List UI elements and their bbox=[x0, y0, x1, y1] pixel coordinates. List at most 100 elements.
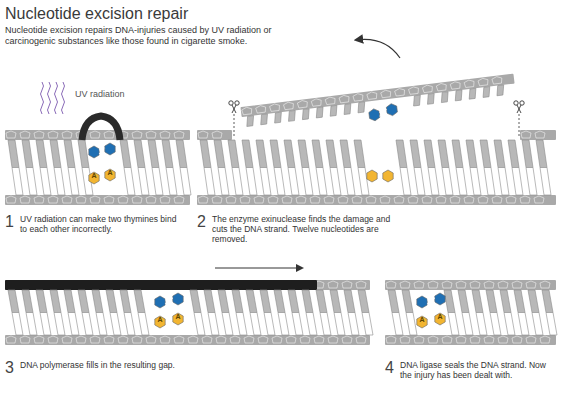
base-ring bbox=[386, 103, 398, 116]
base-pair bbox=[484, 168, 495, 196]
sugar bbox=[62, 196, 72, 203]
sugar bbox=[311, 98, 322, 106]
base-pair bbox=[120, 140, 131, 168]
sugar bbox=[255, 105, 266, 113]
sugar bbox=[132, 131, 142, 138]
base-pair bbox=[22, 290, 33, 313]
dimer-bond bbox=[99, 152, 105, 154]
base-pair bbox=[486, 290, 497, 313]
step-caption: The enzyme exinuclease finds the damage … bbox=[212, 214, 402, 245]
base-pair bbox=[124, 168, 135, 196]
sugar bbox=[386, 281, 396, 288]
base-pair bbox=[302, 290, 313, 313]
base-pair bbox=[200, 140, 211, 168]
sugar bbox=[470, 281, 480, 288]
sugar bbox=[146, 196, 156, 203]
sugar bbox=[268, 196, 278, 203]
base-pair bbox=[306, 313, 317, 336]
sugar bbox=[436, 83, 447, 91]
base-pair bbox=[540, 168, 551, 196]
base-pair bbox=[330, 290, 341, 313]
base-pair bbox=[232, 168, 243, 196]
uv-label: UV radiation bbox=[75, 89, 125, 100]
backbone bbox=[5, 130, 190, 140]
base-pair bbox=[472, 290, 483, 313]
sugar bbox=[34, 196, 44, 203]
base-pair bbox=[208, 313, 219, 336]
sugar bbox=[230, 336, 240, 343]
base-pair bbox=[301, 109, 310, 120]
base-pair bbox=[246, 290, 257, 313]
base-ring bbox=[173, 313, 183, 325]
base-pair bbox=[482, 87, 491, 98]
sugar bbox=[34, 336, 44, 343]
callout-number: 2 bbox=[197, 212, 206, 231]
base-pair bbox=[292, 313, 303, 336]
base-pair bbox=[466, 140, 477, 168]
base-letter: A bbox=[173, 313, 183, 321]
removal-arrow bbox=[356, 39, 400, 58]
dimer-bond bbox=[427, 302, 435, 304]
sugar bbox=[254, 196, 264, 203]
sugar bbox=[104, 336, 114, 343]
sugar bbox=[6, 196, 16, 203]
base-pair bbox=[278, 313, 289, 336]
base-pair bbox=[426, 93, 435, 104]
base-pair bbox=[438, 140, 449, 168]
base-pair bbox=[120, 290, 131, 313]
base-pair bbox=[514, 290, 525, 313]
sugar bbox=[436, 196, 446, 203]
sugar bbox=[422, 196, 432, 203]
base-pair bbox=[228, 140, 239, 168]
sugar bbox=[146, 131, 156, 138]
sugar bbox=[366, 196, 376, 203]
sugar bbox=[400, 281, 410, 288]
sugar bbox=[90, 336, 100, 343]
sugar bbox=[428, 336, 438, 343]
base-pair bbox=[546, 313, 557, 336]
scissors bbox=[232, 105, 236, 113]
base-pair bbox=[134, 290, 145, 313]
base-ring bbox=[155, 316, 165, 328]
base-pair bbox=[402, 290, 413, 313]
base-pair bbox=[410, 140, 421, 168]
sugar bbox=[198, 196, 208, 203]
sugar bbox=[394, 196, 404, 203]
sugar bbox=[76, 196, 86, 203]
base-pair bbox=[180, 168, 191, 196]
sugar bbox=[198, 131, 208, 138]
sugar bbox=[342, 336, 352, 343]
base-pair bbox=[260, 114, 269, 125]
sugar bbox=[310, 196, 320, 203]
backbone bbox=[197, 195, 556, 205]
backbone bbox=[5, 280, 370, 290]
base-pair bbox=[343, 104, 352, 115]
sugar bbox=[240, 196, 250, 203]
base-ring bbox=[105, 169, 115, 181]
base-pair bbox=[468, 88, 477, 99]
sugar bbox=[478, 196, 488, 203]
base-pair bbox=[232, 290, 243, 313]
sugar bbox=[540, 336, 550, 343]
sugar bbox=[188, 336, 198, 343]
base-letter: A bbox=[89, 172, 99, 180]
base-pair bbox=[214, 140, 225, 168]
base-pair bbox=[274, 290, 285, 313]
sugar bbox=[160, 336, 170, 343]
sugar bbox=[464, 79, 475, 87]
sugar bbox=[414, 281, 424, 288]
base-pair bbox=[528, 290, 539, 313]
sugar bbox=[394, 88, 405, 96]
sugar bbox=[160, 131, 170, 138]
base-pair bbox=[284, 140, 295, 168]
sugar bbox=[338, 196, 348, 203]
base-pair bbox=[92, 290, 103, 313]
sugar bbox=[484, 336, 494, 343]
sugar bbox=[456, 281, 466, 288]
step-caption: DNA polymerase fills in the resulting ga… bbox=[20, 360, 185, 370]
base-pair bbox=[110, 313, 121, 336]
sugar bbox=[506, 196, 516, 203]
base-pair bbox=[470, 168, 481, 196]
sugar bbox=[6, 336, 16, 343]
base-letter: A bbox=[417, 316, 427, 324]
